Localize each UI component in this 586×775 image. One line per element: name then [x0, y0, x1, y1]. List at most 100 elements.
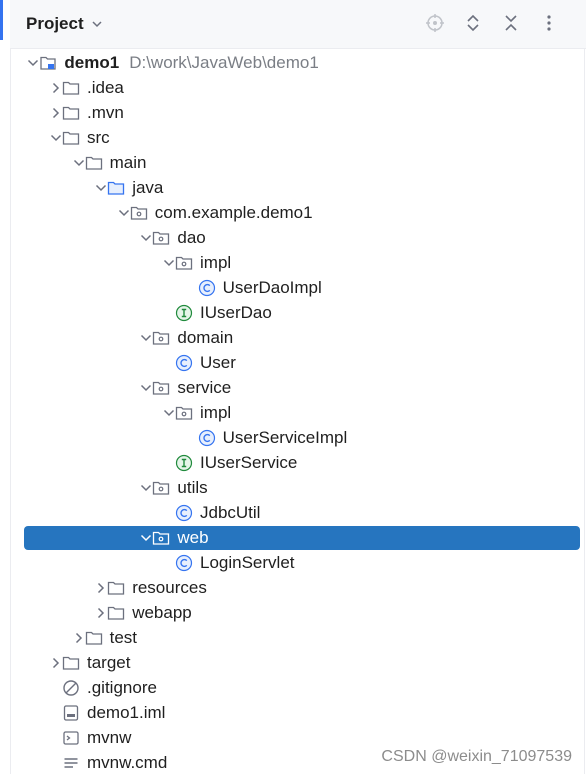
chevron-down-icon[interactable]	[90, 17, 104, 31]
expand-all-icon[interactable]	[462, 12, 484, 34]
tree-row-label: main	[109, 153, 147, 172]
tree-row-mvnw[interactable]: mvnw	[0, 725, 586, 750]
tree-row-iuserdao[interactable]: IUserDao	[0, 300, 586, 325]
package-icon	[152, 229, 170, 247]
tree-row-userdaoimpl[interactable]: UserDaoImpl	[0, 275, 586, 300]
collapse-all-icon[interactable]	[500, 12, 522, 34]
project-panel-header: Project	[10, 0, 586, 49]
panel-focus-indicator	[0, 0, 3, 40]
tree-row-label: java	[132, 178, 164, 197]
tree-row-label: JdbcUtil	[200, 503, 261, 522]
tree-row-label: utils	[177, 478, 208, 497]
tree-row-mvnw-cmd[interactable]: mvnw.cmd	[0, 750, 586, 775]
tree-row-label: impl	[200, 253, 232, 272]
tree-row-resources[interactable]: resources	[0, 575, 586, 600]
tree-row-utils[interactable]: utils	[0, 475, 586, 500]
tree-row-jdbcutil[interactable]: JdbcUtil	[0, 500, 586, 525]
tree-row-userserviceimpl[interactable]: UserServiceImpl	[0, 425, 586, 450]
tree-row-label: src	[87, 128, 110, 147]
tree-row-target[interactable]: target	[0, 650, 586, 675]
chevron-down-icon[interactable]	[139, 231, 153, 245]
chevron-right-icon[interactable]	[49, 106, 63, 120]
folder-icon	[107, 604, 125, 622]
tree-row-main[interactable]: main	[0, 150, 586, 175]
chevron-down-icon[interactable]	[139, 331, 153, 345]
source-folder-icon	[107, 179, 125, 197]
tree-row-mvn[interactable]: .mvn	[0, 100, 586, 125]
chevron-down-icon[interactable]	[162, 256, 176, 270]
tree-row-impl[interactable]: impl	[0, 250, 586, 275]
tree-row-loginservlet[interactable]: LoginServlet	[0, 550, 586, 575]
package-icon	[152, 329, 170, 347]
chevron-down-icon[interactable]	[139, 381, 153, 395]
tree-row-user[interactable]: User	[0, 350, 586, 375]
tree-row-iuserservice[interactable]: IUserService	[0, 450, 586, 475]
class-icon	[175, 504, 193, 522]
tree-row-label: LoginServlet	[200, 553, 295, 572]
tree-row-java[interactable]: java	[0, 175, 586, 200]
more-options-icon[interactable]	[538, 12, 560, 34]
chevron-down-icon[interactable]	[26, 56, 40, 70]
chevron-right-icon[interactable]	[72, 631, 86, 645]
project-path: D:\work\JavaWeb\demo1	[129, 53, 319, 72]
folder-icon	[107, 579, 125, 597]
tree-row-gitignore[interactable]: .gitignore	[0, 675, 586, 700]
tree-row-label: webapp	[132, 603, 192, 622]
tree-row-label: web	[177, 528, 209, 547]
tree-row-label: .mvn	[87, 103, 124, 122]
folder-icon	[62, 654, 80, 672]
tree-row-label: IUserService	[200, 453, 298, 472]
interface-icon	[175, 304, 193, 322]
tree-row-label: domain	[177, 328, 234, 347]
ignore-file-icon	[62, 679, 80, 697]
panel-title[interactable]: Project	[26, 14, 84, 33]
chevron-down-icon[interactable]	[139, 531, 153, 545]
tree-row-src[interactable]: src	[0, 125, 586, 150]
tree-row-web[interactable]: web	[0, 525, 586, 550]
chevron-right-icon[interactable]	[49, 81, 63, 95]
package-icon	[175, 254, 193, 272]
tree-row-label: impl	[200, 403, 232, 422]
chevron-right-icon[interactable]	[94, 581, 108, 595]
tree-row-label: mvnw	[87, 728, 132, 747]
class-icon	[198, 429, 216, 447]
tree-row-impl[interactable]: impl	[0, 400, 586, 425]
interface-icon	[175, 454, 193, 472]
tree-row-demo1-iml[interactable]: demo1.iml	[0, 700, 586, 725]
folder-icon	[85, 629, 103, 647]
tree-row-label: UserDaoImpl	[222, 278, 322, 297]
module-icon	[39, 54, 57, 72]
tree-row-dao[interactable]: dao	[0, 225, 586, 250]
chevron-down-icon[interactable]	[49, 131, 63, 145]
folder-icon	[85, 154, 103, 172]
tree-row-service[interactable]: service	[0, 375, 586, 400]
iml-file-icon	[62, 704, 80, 722]
tree-row-com-example-demo1[interactable]: com.example.demo1	[0, 200, 586, 225]
tree-row-label: .gitignore	[87, 678, 157, 697]
chevron-down-icon[interactable]	[117, 206, 131, 220]
chevron-right-icon[interactable]	[94, 606, 108, 620]
chevron-right-icon[interactable]	[49, 656, 63, 670]
folder-icon	[62, 129, 80, 147]
tree-row-label: UserServiceImpl	[222, 428, 348, 447]
tree-row-domain[interactable]: domain	[0, 325, 586, 350]
shell-file-icon	[62, 729, 80, 747]
tree-row-test[interactable]: test	[0, 625, 586, 650]
class-icon	[175, 554, 193, 572]
tree-row-webapp[interactable]: webapp	[0, 600, 586, 625]
locate-icon[interactable]	[424, 12, 446, 34]
chevron-down-icon[interactable]	[139, 481, 153, 495]
tree-row-label: .idea	[87, 78, 124, 97]
chevron-down-icon[interactable]	[72, 156, 86, 170]
chevron-down-icon[interactable]	[162, 406, 176, 420]
chevron-down-icon[interactable]	[94, 181, 108, 195]
watermark: CSDN @weixin_71097539	[381, 748, 572, 765]
tree-row-label: resources	[132, 578, 207, 597]
tree-row-label: mvnw.cmd	[87, 753, 168, 772]
tree-row-label: com.example.demo1	[154, 203, 313, 222]
tree-row-label: dao	[177, 228, 206, 247]
tree-row-idea[interactable]: .idea	[0, 75, 586, 100]
package-icon	[175, 404, 193, 422]
